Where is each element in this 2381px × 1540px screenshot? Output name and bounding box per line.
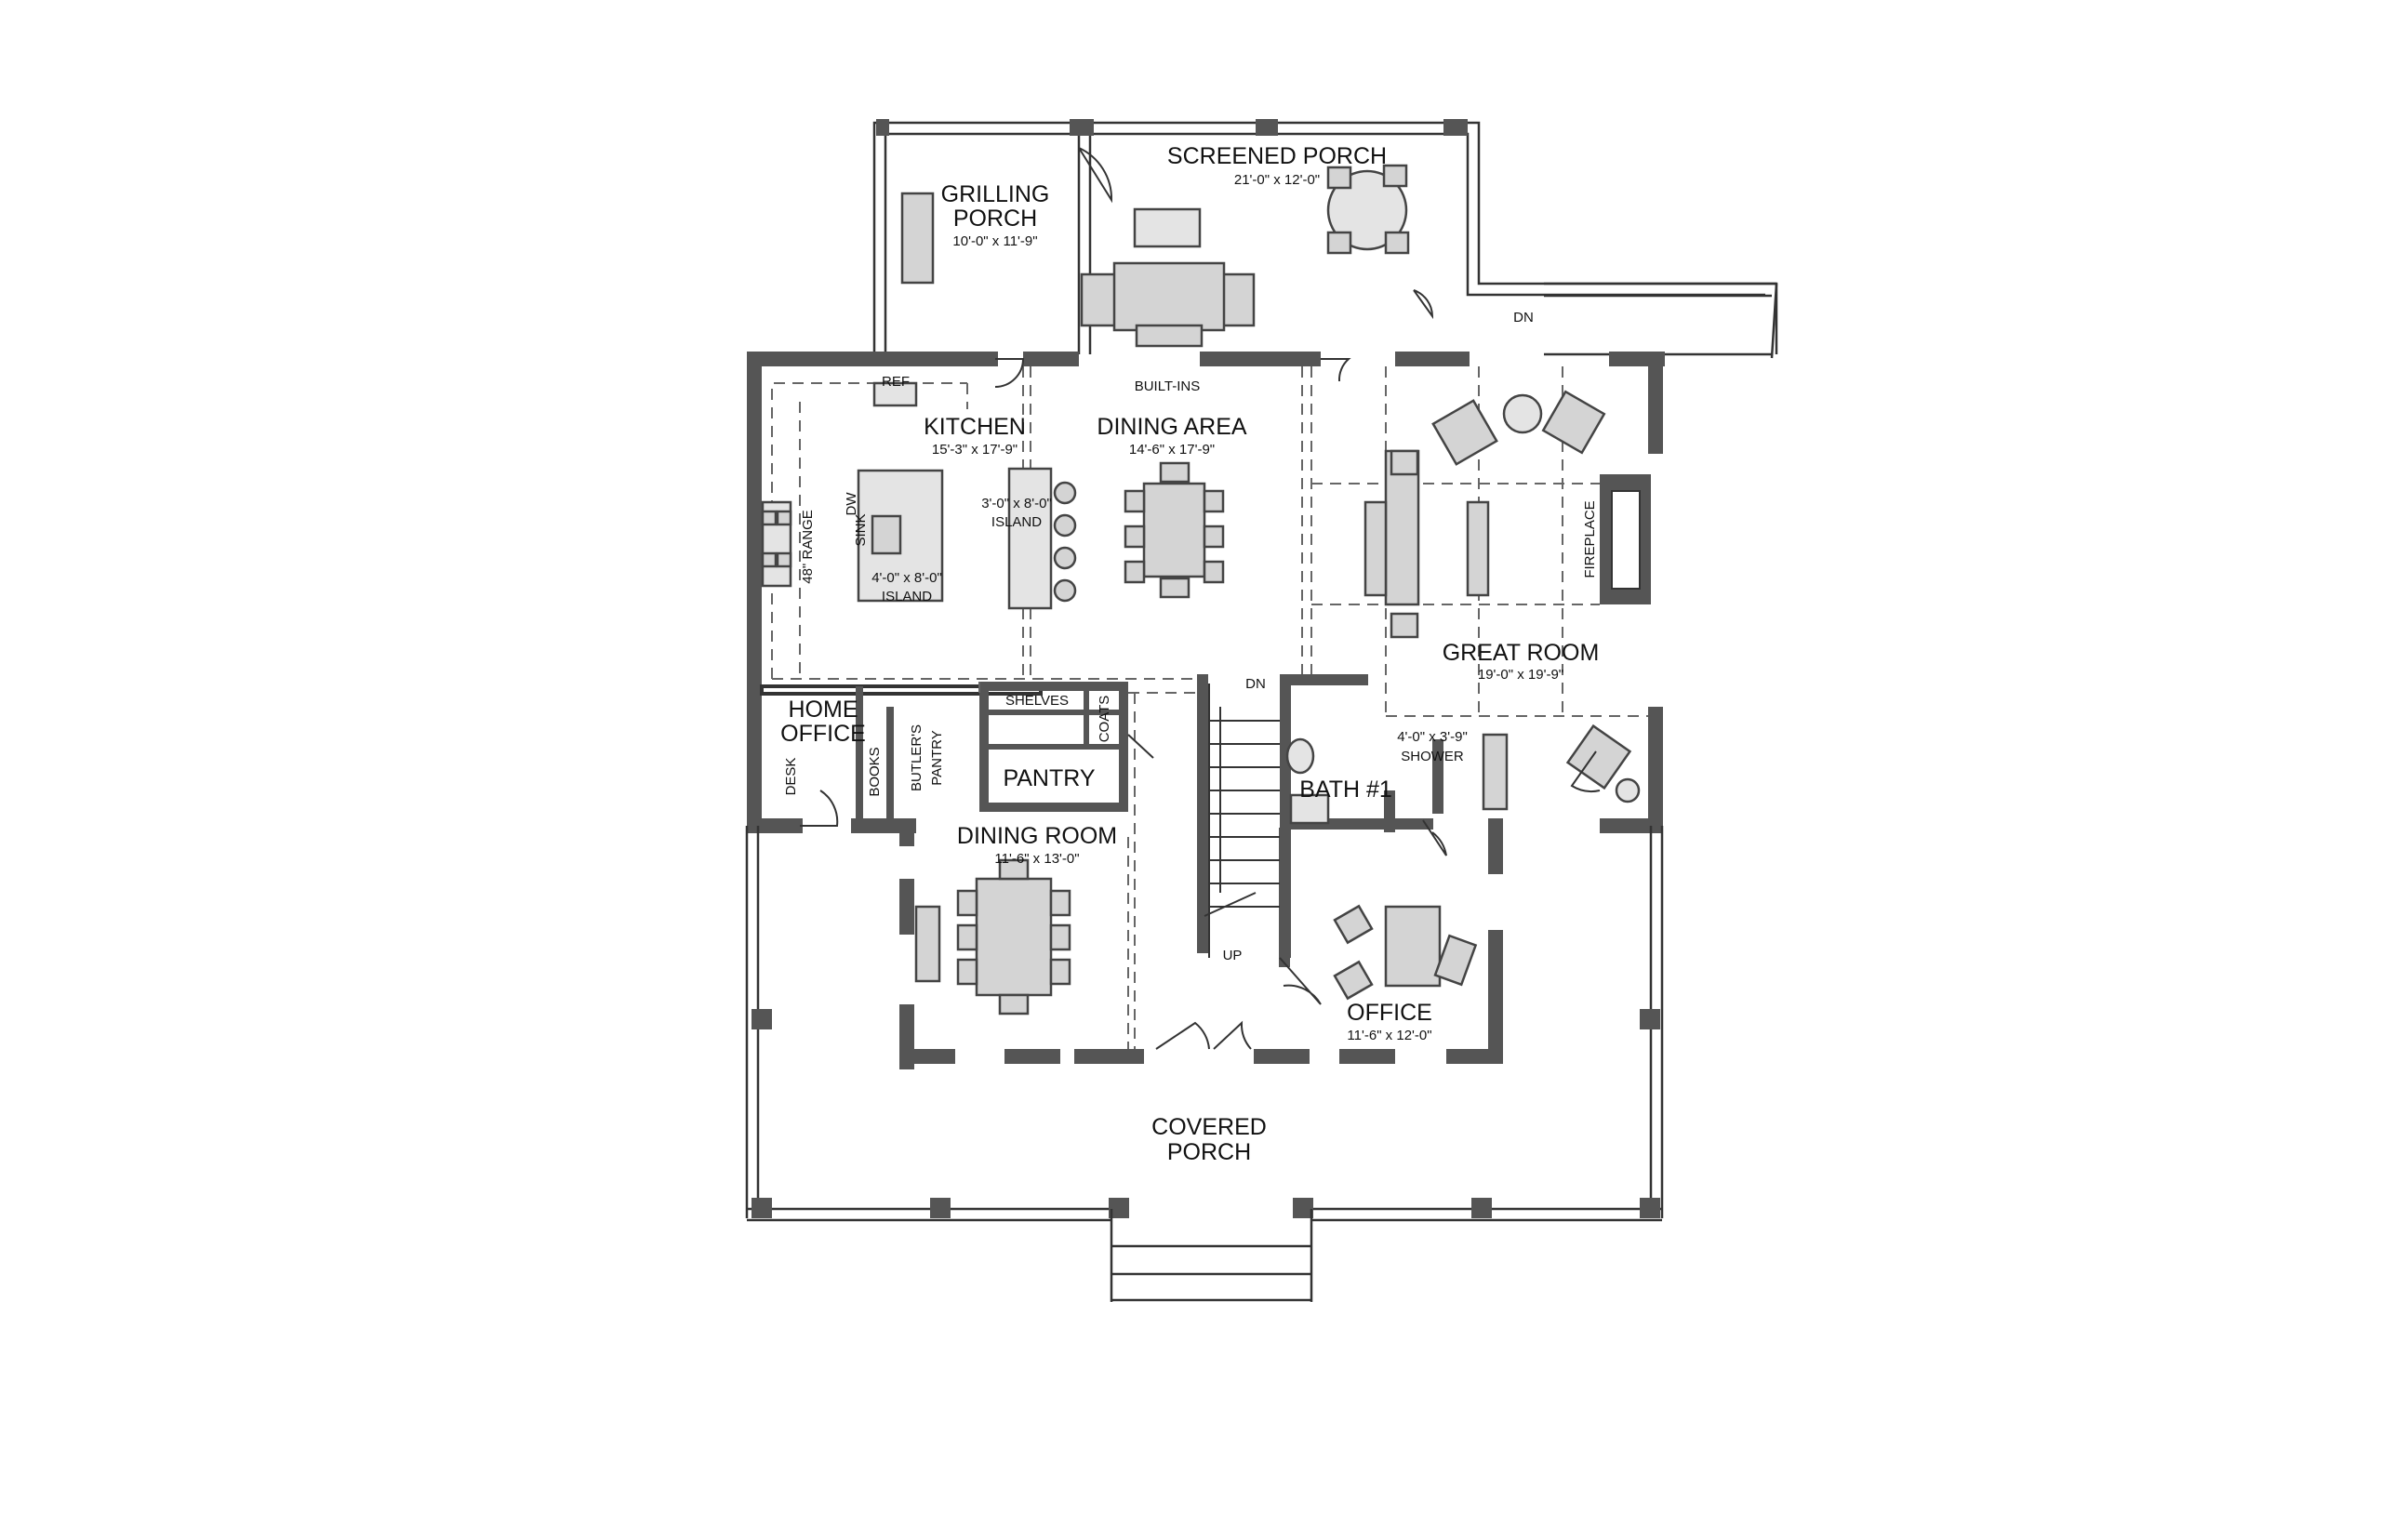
dining-room-dim: 11'-6" x 13'-0"	[994, 851, 1079, 867]
butlers-pantry-line1: BUTLER'S	[909, 724, 924, 791]
screened-porch-name: SCREENED PORCH	[1167, 143, 1387, 169]
shelves-label: SHELVES	[1005, 693, 1069, 709]
shower-label: SHOWER	[1401, 749, 1464, 764]
dining-room-name: DINING ROOM	[957, 823, 1117, 849]
built-ins-label: BUILT-INS	[1135, 378, 1201, 394]
shower-dim: 4'-0" x 3'-9"	[1397, 729, 1468, 745]
butlers-pantry-line2: PANTRY	[929, 730, 945, 785]
grilling-porch-name-1: GRILLING	[941, 181, 1050, 207]
sink-label: SINK	[853, 513, 869, 546]
dining-area-name: DINING AREA	[1097, 414, 1246, 440]
dw-label: DW	[844, 492, 859, 516]
books-label: BOOKS	[867, 747, 883, 796]
island2-name: ISLAND	[991, 514, 1042, 530]
island2-dim: 3'-0" x 8'-0"	[981, 496, 1052, 511]
office-name: OFFICE	[1347, 1000, 1432, 1026]
home-office-name-2: OFFICE	[780, 721, 866, 747]
office-dim: 11'-6" x 12'-0"	[1347, 1028, 1431, 1043]
lower-walls	[899, 674, 1503, 1069]
screened-porch-dim: 21'-0" x 12'-0"	[1234, 172, 1320, 188]
covered-porch-name-1: COVERED	[1151, 1114, 1267, 1140]
desk-label: DESK	[783, 758, 799, 796]
kitchen-name: KITCHEN	[924, 414, 1026, 440]
grilling-porch-name-2: PORCH	[953, 206, 1037, 232]
fireplace-label: FIREPLACE	[1582, 500, 1598, 578]
kitchen-dim: 15'-3" x 17'-9"	[932, 442, 1018, 458]
dining-area-dim: 14'-6" x 17'-9"	[1129, 442, 1215, 458]
range-label: 48" RANGE	[800, 510, 816, 584]
furniture	[761, 164, 1641, 1016]
island1-dim: 4'-0" x 8'-0"	[871, 570, 942, 586]
ref-label: REF	[882, 374, 910, 390]
stair-up-label: UP	[1223, 948, 1243, 963]
coats-label: COATS	[1097, 696, 1112, 743]
covered-porch-structure	[745, 826, 1664, 1302]
home-office-name-1: HOME	[789, 697, 858, 723]
bath1-name: BATH #1	[1299, 777, 1392, 803]
great-room-name: GREAT ROOM	[1443, 640, 1600, 666]
grilling-porch-dim: 10'-0" x 11'-9"	[952, 233, 1037, 249]
island1-name: ISLAND	[882, 589, 932, 604]
stair-dn-label: DN	[1245, 676, 1266, 692]
interior-walls	[747, 682, 1128, 826]
deck-dn-label: DN	[1513, 310, 1534, 325]
covered-porch-name-2: PORCH	[1167, 1139, 1251, 1165]
main-stair	[1204, 684, 1280, 958]
pantry-name: PANTRY	[1003, 765, 1095, 791]
doors	[800, 147, 1601, 1050]
great-room-dim: 19'-0" x 19'-9"	[1478, 667, 1563, 683]
deck-stairs	[1544, 282, 1778, 359]
